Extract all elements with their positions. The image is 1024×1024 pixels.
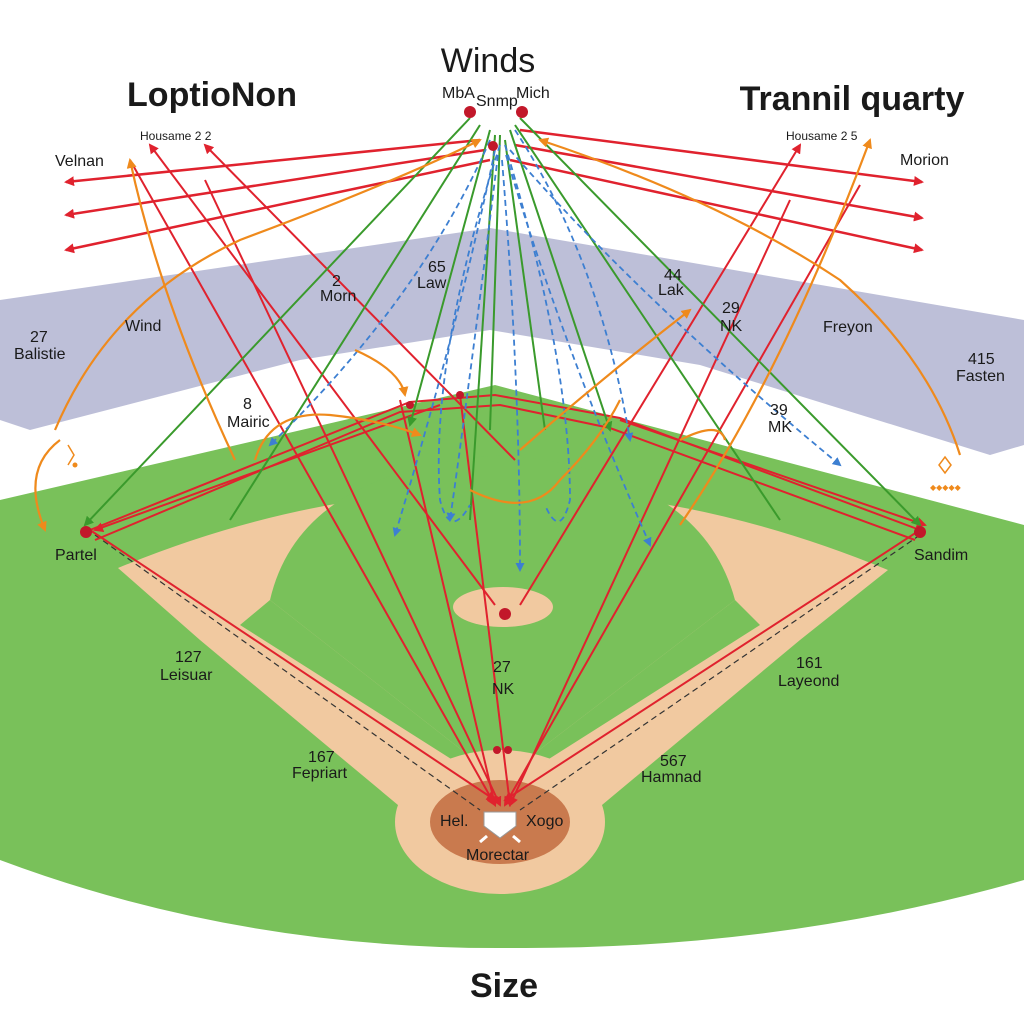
- label-sandim: Sandim: [914, 547, 968, 564]
- label-fasten-num: 415: [968, 351, 995, 368]
- label-fepriart: Fepriart: [292, 765, 348, 782]
- label-center: NK: [492, 681, 515, 698]
- pitcher-mound: [453, 587, 553, 627]
- label-partel: Partel: [55, 547, 97, 564]
- label-morectar: Morectar: [466, 847, 530, 864]
- label-hamnad: Hamnad: [641, 769, 701, 786]
- label-lak-num: 44: [664, 267, 682, 284]
- infield-grass-low: [240, 600, 760, 790]
- blue-dashed-arrows: [268, 129, 842, 572]
- label-mba: MbA: [442, 85, 475, 102]
- green-arrows: [83, 117, 922, 527]
- red-boundary: [89, 393, 921, 541]
- label-maric: Mairic: [227, 414, 270, 431]
- label-hamnad-num: 567: [660, 753, 687, 770]
- wind-arrows-left: [64, 138, 491, 254]
- small-ornament-left: [67, 444, 78, 468]
- label-hel: Hel.: [440, 813, 468, 830]
- label-leisuar: Leisuar: [160, 667, 213, 684]
- svg-text:◆◆◆◆◆: ◆◆◆◆◆: [930, 483, 962, 492]
- label-law: Law: [417, 275, 447, 292]
- label-maric-num: 8: [243, 396, 252, 413]
- title-left: LoptioNon: [127, 76, 297, 114]
- label-velnan: Velnan: [55, 153, 104, 170]
- label-morion: Morion: [900, 152, 949, 169]
- label-center-num: 27: [493, 659, 511, 676]
- label-ballistic: Balistie: [14, 346, 66, 363]
- label-morn-num: 2: [332, 273, 341, 290]
- title-right: Trannil quarty: [740, 80, 965, 118]
- label-xogo: Xogo: [526, 813, 563, 830]
- label-freyon: Freyon: [823, 319, 873, 336]
- pitcher-dot: [499, 608, 511, 620]
- label-fepriart-num: 167: [308, 749, 335, 766]
- label-layeond: Layeond: [778, 673, 839, 690]
- title-center: Winds: [441, 42, 535, 80]
- label-snmp: Snmp: [476, 93, 518, 110]
- label-nk2: MK: [768, 419, 792, 436]
- home-plate-icon: [479, 811, 521, 844]
- label-fasten: Fasten: [956, 368, 1005, 385]
- label-law-num: 65: [428, 259, 446, 276]
- foul-line-right: [519, 534, 921, 811]
- endpoint-dots: [80, 106, 926, 754]
- orange-arrows: [34, 137, 962, 532]
- label-mich: Mich: [516, 85, 550, 102]
- label-housame-right: Housame 2 5: [786, 129, 858, 143]
- label-ballistic-num: 27: [30, 329, 48, 346]
- wind-arrows-right: [509, 128, 924, 254]
- small-diamond-icon: ◆◆◆◆◆: [930, 455, 962, 492]
- foul-line-left: [94, 534, 481, 811]
- label-wind: Wind: [125, 318, 161, 335]
- label-morn: Morn: [320, 288, 356, 305]
- label-lak: Lak: [658, 282, 685, 299]
- label-leisuar-num: 127: [175, 649, 202, 666]
- label-housame-left: Housame 2 2: [140, 129, 212, 143]
- label-nk2-num: 39: [770, 402, 788, 419]
- label-nk1: NK: [720, 318, 743, 335]
- title-bottom: Size: [470, 967, 538, 1005]
- label-layeond-num: 161: [796, 655, 823, 672]
- label-nk1-num: 29: [722, 300, 740, 317]
